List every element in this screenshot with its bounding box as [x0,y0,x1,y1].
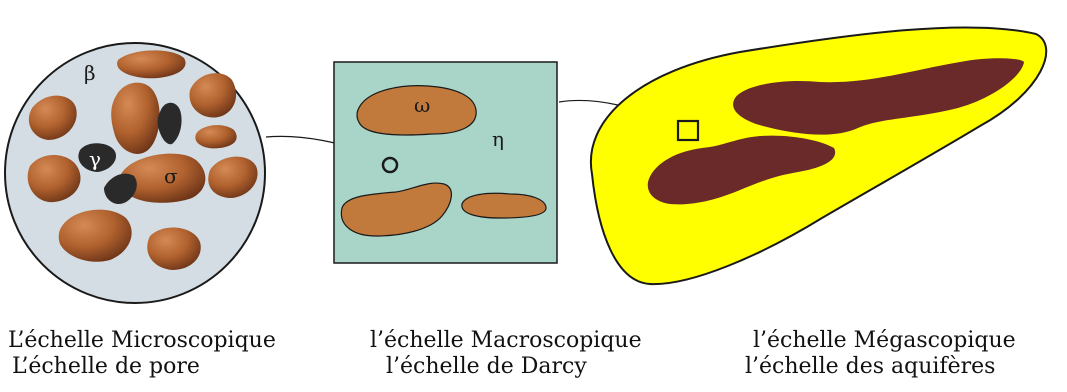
caption-megascopic-title: l’échelle Mégascopique [745,328,1016,354]
symbol-omega: ω [414,93,430,117]
symbol-eta: η [492,127,504,151]
caption-macroscopic-subtitle: l’échelle de Darcy [370,354,642,380]
inclusion [462,193,546,218]
caption-microscopic-subtitle: L’échelle de pore [8,354,276,380]
caption-microscopic: L’échelle Microscopique L’échelle de por… [8,328,276,380]
megascopic-panel [591,27,1046,284]
symbol-beta: β [84,61,96,85]
macroscopic-panel: ω η [334,62,557,263]
symbol-sigma: σ [164,164,178,188]
caption-megascopic-subtitle: l’échelle des aquifères [745,354,1016,380]
caption-macroscopic-title: l’échelle Macroscopique [370,328,642,354]
microscopic-panel: β γ σ [5,43,265,303]
caption-microscopic-title: L’échelle Microscopique [8,328,276,354]
caption-macroscopic: l’échelle Macroscopique l’échelle de Dar… [370,328,642,380]
symbol-gamma: γ [89,147,101,171]
caption-megascopic: l’échelle Mégascopique l’échelle des aqu… [745,328,1016,380]
